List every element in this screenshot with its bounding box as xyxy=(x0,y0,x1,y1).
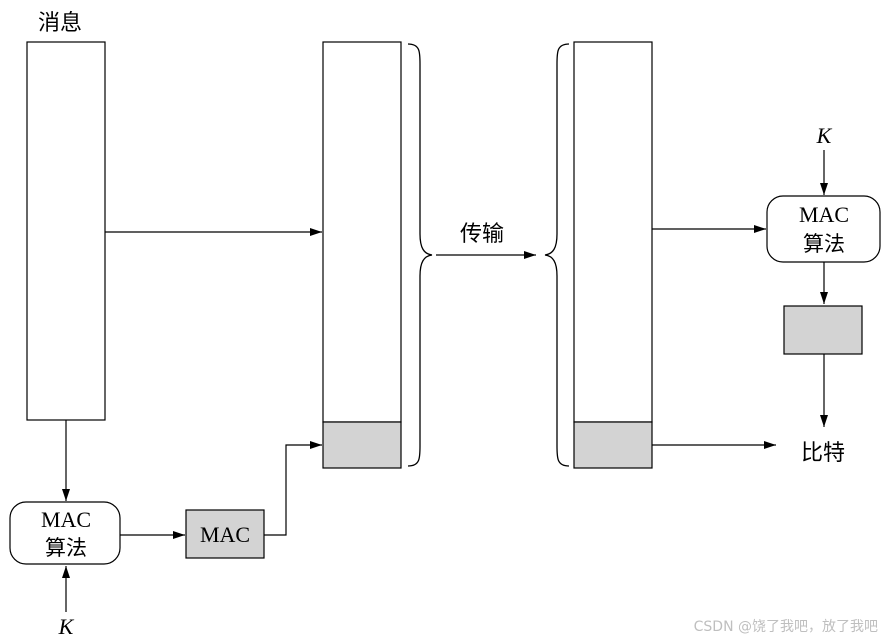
closing-brace xyxy=(407,43,433,467)
sender-mac-algorithm-line2: 算法 xyxy=(45,536,87,560)
transmit-mac-block xyxy=(322,421,402,469)
watermark-text: CSDN @饶了我吧，放了我吧 xyxy=(694,619,878,635)
receiver-mac-algorithm-line2: 算法 xyxy=(803,232,845,256)
compare-label: 比特 xyxy=(801,441,845,466)
sender-mac-algorithm-box xyxy=(9,501,121,565)
sender-key-label: K xyxy=(58,614,75,639)
transmit-message-block xyxy=(322,41,402,423)
receiver-key-label: K xyxy=(816,123,833,148)
message-label: 消息 xyxy=(38,11,82,36)
mac-to-append-arrow xyxy=(264,441,322,536)
received-message-block xyxy=(573,41,653,423)
mac-value-label: MAC xyxy=(200,522,250,547)
receiver-mac-algorithm-line1: MAC xyxy=(799,202,849,227)
message-block xyxy=(26,41,106,421)
opening-brace xyxy=(544,43,570,467)
transmit-label: 传输 xyxy=(460,222,504,247)
mac-value-box xyxy=(185,509,265,559)
received-mac-block xyxy=(573,421,653,469)
computed-mac-box xyxy=(783,305,863,355)
sender-mac-algorithm-line1: MAC xyxy=(41,507,91,532)
